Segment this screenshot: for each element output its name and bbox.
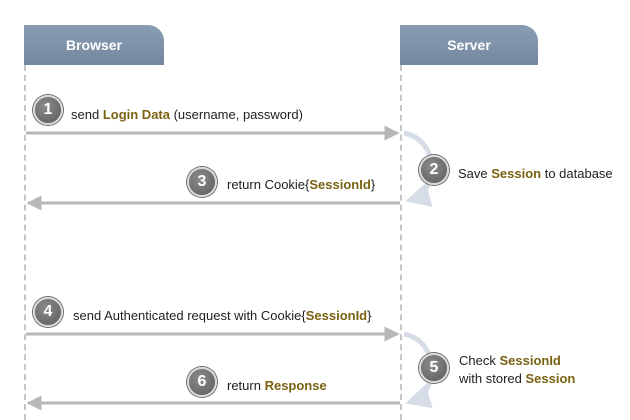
step-3-label: return Cookie{SessionId} bbox=[227, 177, 376, 192]
server-lifeline bbox=[400, 65, 402, 420]
browser-lifeline bbox=[24, 65, 26, 420]
step-6-label: return Response bbox=[227, 378, 327, 393]
server-lane-header: Server bbox=[400, 25, 538, 65]
step-5-line-2: with stored Session bbox=[459, 371, 576, 386]
step-2-badge: 2 bbox=[419, 155, 449, 185]
step-5-badge: 5 bbox=[419, 353, 449, 383]
step-1-badge: 1 bbox=[33, 95, 63, 125]
browser-lane-title: Browser bbox=[65, 37, 123, 53]
step-4-badge: 4 bbox=[33, 297, 63, 327]
step-6-badge: 6 bbox=[187, 367, 217, 397]
step-5-label: Check SessionId with stored Session bbox=[459, 352, 575, 388]
step-2-label: Save Session to database bbox=[458, 166, 613, 181]
step-3-badge: 3 bbox=[187, 167, 217, 197]
step-5-line-1: Check SessionId bbox=[459, 353, 561, 368]
step-4-label: send Authenticated request with Cookie{S… bbox=[73, 308, 372, 323]
server-lane-title: Server bbox=[447, 37, 491, 53]
step-1-label: send Login Data (username, password) bbox=[71, 107, 303, 122]
browser-lane-header: Browser bbox=[24, 25, 164, 65]
